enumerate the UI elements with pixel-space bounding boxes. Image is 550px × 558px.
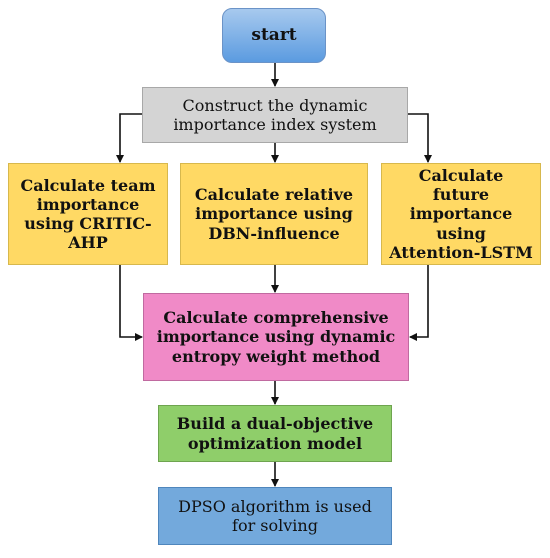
relative-importance-node: Calculate relative importance using DBN-… (180, 163, 368, 265)
arrow-future-to-comprehensive (409, 265, 429, 341)
relative-importance-label: Calculate relative importance using DBN-… (194, 185, 354, 243)
future-importance-label: Calculate future importance using Attent… (389, 166, 533, 262)
build-model-label: Build a dual-objective optimization mode… (176, 414, 374, 453)
arrow-construct-to-future (408, 113, 432, 163)
build-model-node: Build a dual-objective optimization mode… (158, 405, 392, 462)
construct-index-system-node: Construct the dynamic importance index s… (142, 87, 408, 143)
team-importance-node: Calculate team importance using CRITIC-A… (8, 163, 168, 265)
dpso-label: DPSO algorithm is used for solving (178, 496, 372, 535)
comprehensive-importance-label: Calculate comprehensive importance using… (156, 308, 396, 366)
arrow-team-to-comprehensive (119, 265, 143, 341)
dpso-node: DPSO algorithm is used for solving (158, 487, 392, 545)
construct-index-system-label: Construct the dynamic importance index s… (173, 95, 377, 134)
team-importance-label: Calculate team importance using CRITIC-A… (20, 175, 156, 253)
arrow-construct-to-team (116, 113, 142, 163)
start-node-label: start (251, 25, 297, 46)
comprehensive-importance-node: Calculate comprehensive importance using… (143, 293, 409, 381)
future-importance-node: Calculate future importance using Attent… (381, 163, 541, 265)
start-node: start (222, 8, 326, 63)
